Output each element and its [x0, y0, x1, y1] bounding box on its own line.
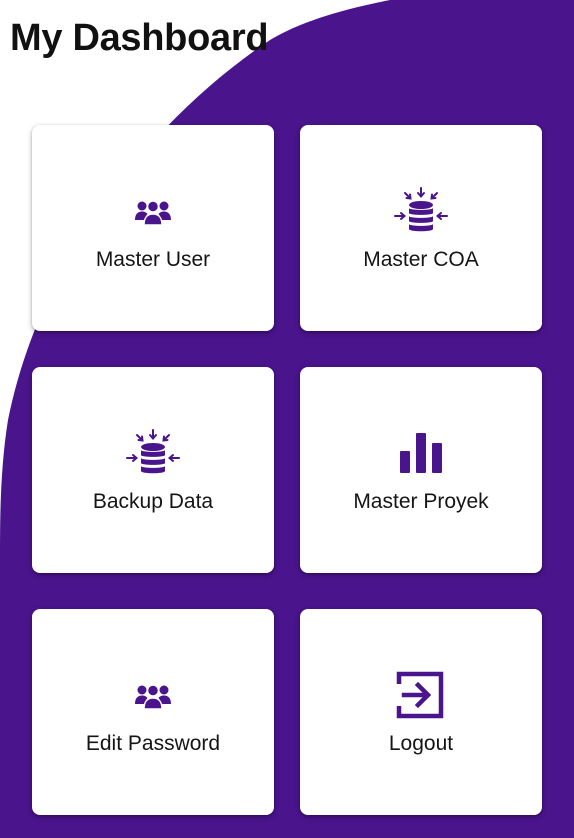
- logout-icon: [300, 669, 542, 721]
- bar-chart-icon: [300, 431, 542, 475]
- master-coa-label: Master COA: [363, 248, 479, 271]
- database-import-icon: [300, 187, 542, 235]
- database-import-icon: [32, 429, 274, 477]
- logout-card[interactable]: Logout: [300, 609, 542, 815]
- master-user-card[interactable]: Master User: [32, 125, 274, 331]
- master-proyek-label: Master Proyek: [353, 490, 489, 513]
- master-user-label: Master User: [95, 248, 211, 271]
- master-proyek-card[interactable]: Master Proyek: [300, 367, 542, 573]
- page-title: My Dashboard: [10, 17, 269, 59]
- master-coa-card[interactable]: Master COA: [300, 125, 542, 331]
- users-icon: [32, 681, 274, 711]
- edit-password-label: Edit Password: [85, 732, 221, 755]
- logout-label: Logout: [388, 732, 454, 755]
- backup-data-card[interactable]: Backup Data: [32, 367, 274, 573]
- backup-data-label: Backup Data: [92, 490, 214, 513]
- users-icon: [32, 197, 274, 227]
- edit-password-card[interactable]: Edit Password: [32, 609, 274, 815]
